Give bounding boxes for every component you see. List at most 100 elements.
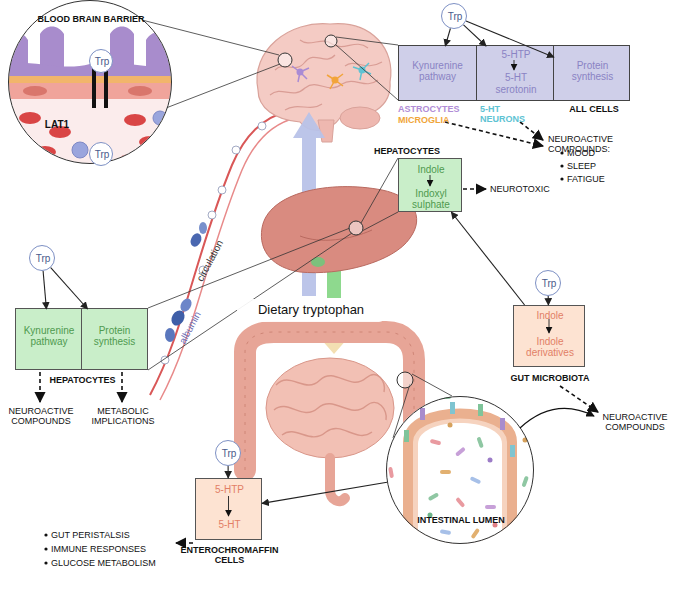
bbb-inset [72,142,88,158]
dashed-arrow [176,542,193,544]
dashed-arrow [121,372,123,402]
node-text: Trp [90,149,114,160]
lumen-inset [380,390,540,550]
lumen-inset [404,402,515,457]
trp-circle: Trp [215,440,241,466]
node-text: Trp [536,278,562,289]
pathway-cell: Kynurenine pathway [399,46,476,100]
bbb-inset [19,112,161,166]
bacteria [440,529,452,535]
bacteria [388,395,529,539]
lumen-inset [408,414,512,551]
annotation-label: MOOD [567,148,647,158]
node-text: HEPATOCYTES [357,146,457,156]
bacteria [448,423,453,428]
brain [270,40,382,110]
trp-circle: Trp [89,142,113,166]
step-arrow [430,175,431,186]
intestine [276,375,384,392]
leader-line [336,45,398,100]
node-text: Indole [514,310,586,321]
bacteria [428,492,440,501]
brain [340,107,380,129]
node-text: Trp [90,56,114,67]
flow-connector [262,482,387,503]
flow-connector [451,212,524,305]
leader-line [336,37,398,45]
step-arrow [228,496,229,516]
annotation-label: FATIGUE [567,174,647,184]
dashed-arrow [39,372,41,402]
step-arrow [229,60,550,516]
annotation-label: NEUROACTIVE COMPOUNDS [596,412,674,433]
bbb-inset [139,136,161,148]
bacteria [388,467,394,479]
bullet-dot [44,561,47,564]
bacteria [408,408,413,413]
bacteria [395,398,407,407]
intestine [330,458,345,501]
lumen-inset [404,430,409,442]
bbb-inset [23,86,47,96]
bbb-inset [0,0,180,174]
flow-connector [445,29,450,47]
flow-connector [43,271,46,309]
annotation-label: 5-HT NEURONS [480,104,525,125]
intestine [274,403,386,420]
bbb-inset [0,99,180,174]
albumin-protein [189,232,204,249]
pathway-cell: Protein synthesis [82,309,147,369]
zoom-circle [278,35,413,388]
bacteria [476,437,484,449]
bacteria [485,505,496,509]
annotation-label: IMMUNE RESPONSES [51,544,181,554]
node-text: Kynurenine pathway [402,60,473,82]
pathway-cell: Kynurenine pathway [16,309,82,369]
process-box: HEPATOCYTESIndoleIndoxyl sulphate [398,158,462,212]
flow-connector [51,268,88,309]
liver [261,187,416,273]
lumen-inset [418,423,502,550]
annotation-label: ASTROCYTES [398,104,478,114]
bbb-inset [92,68,96,108]
annotation-label: NEUROACTIVE COMPOUNDS: [548,134,673,155]
node-text: HEPATOCYTES [16,375,149,385]
lumen-inset [380,390,540,560]
brain [257,24,391,131]
zoom-circle [397,372,413,388]
bbb-inset [13,133,27,147]
brain [270,80,378,95]
circulating-trp [208,211,216,219]
node-text: serotonin [477,84,555,95]
bacteria [470,476,482,484]
bbb-inset [153,111,167,125]
bbb-inset [124,114,146,126]
brain [292,63,371,89]
annotation-label: METABOLIC IMPLICATIONS [82,406,164,427]
node-text: Indole derivatives [514,336,586,358]
flow-connector [548,296,549,305]
source-box: Dietary tryptophan [237,299,385,322]
trp-circle: Trp [441,3,467,29]
annotation-label: GUT PERISTALSIS [51,530,181,540]
lumen-inset [478,404,483,416]
process-box: HEPATOCYTESKynurenine pathwayProtein syn… [15,308,148,370]
node-text: Indoxyl sulphate [399,188,463,210]
node-text: Indole [399,164,463,175]
annotation-label: MICROGLIA [398,115,478,125]
node-text: GUT MICROBIOTA [500,373,600,383]
bbb-inset [34,146,56,158]
trp-circle: Trp [29,245,55,271]
bbb-inset [128,86,152,96]
bbb-inset [0,76,180,83]
lumen-inset [380,414,540,561]
node-text: ENTEROCHROMAFFIN CELLS [174,545,285,565]
node-text: 5-HTP [196,484,263,495]
solid-arrow [520,408,594,428]
zoom-circle [349,221,363,235]
bullet-dot [44,533,47,536]
annotation-label: GLUCOSE METABOLISM [51,558,181,568]
process-box: 5-HTP5-HTENTEROCHROMAFFIN CELLS [195,478,262,540]
